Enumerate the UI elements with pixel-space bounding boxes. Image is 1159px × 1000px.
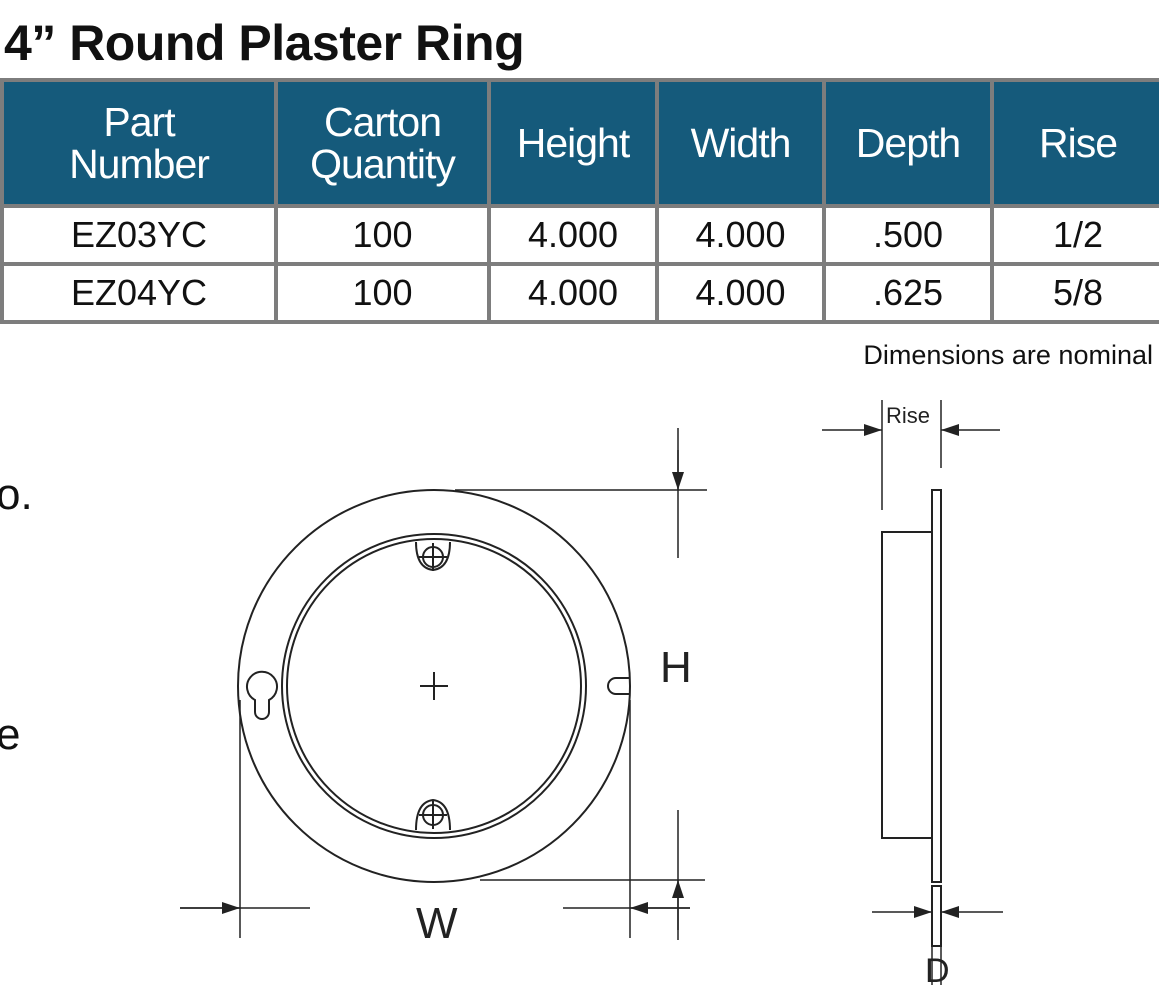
- cell: EZ03YC: [0, 204, 278, 266]
- header-text: Part: [103, 99, 175, 145]
- ring-front-view: [237, 489, 631, 883]
- rise-label: Rise: [886, 403, 930, 428]
- table-row: EZ03YC 100 4.000 4.000 .500 1/2: [0, 204, 1159, 266]
- height-dimension: [455, 428, 707, 940]
- cell: 4.000: [487, 204, 659, 266]
- cell: EZ04YC: [0, 262, 278, 324]
- cell: .500: [822, 204, 994, 266]
- height-label: H: [660, 643, 692, 692]
- header-text: Number: [69, 141, 210, 187]
- cell: 100: [274, 262, 491, 324]
- width-dimension: [180, 700, 690, 938]
- notch: [607, 677, 630, 695]
- header-height: Height: [487, 78, 659, 208]
- cell: 5/8: [990, 262, 1159, 324]
- cut-off-text: e: [0, 710, 21, 759]
- cell: 4.000: [487, 262, 659, 324]
- cell: 100: [274, 204, 491, 266]
- header-width: Width: [655, 78, 826, 208]
- center-mark-icon: [420, 672, 448, 700]
- header-text: Quantity: [310, 141, 456, 187]
- width-label: W: [416, 899, 458, 948]
- cell: 4.000: [655, 262, 826, 324]
- header-text: Carton: [323, 99, 442, 145]
- cell: 1/2: [990, 204, 1159, 266]
- header-depth: Depth: [822, 78, 994, 208]
- cut-off-text: o.: [0, 470, 33, 519]
- page-title: 4” Round Plaster Ring: [4, 15, 525, 71]
- dimensions-note: Dimensions are nominal: [863, 340, 1153, 370]
- table-row: EZ04YC 100 4.000 4.000 .625 5/8: [0, 262, 1159, 324]
- cell: .625: [822, 262, 994, 324]
- header-rise: Rise: [990, 78, 1159, 208]
- side-view: [822, 400, 1003, 985]
- cell: 4.000: [655, 204, 826, 266]
- depth-label: D: [925, 952, 950, 990]
- keyhole-icon: [246, 670, 278, 720]
